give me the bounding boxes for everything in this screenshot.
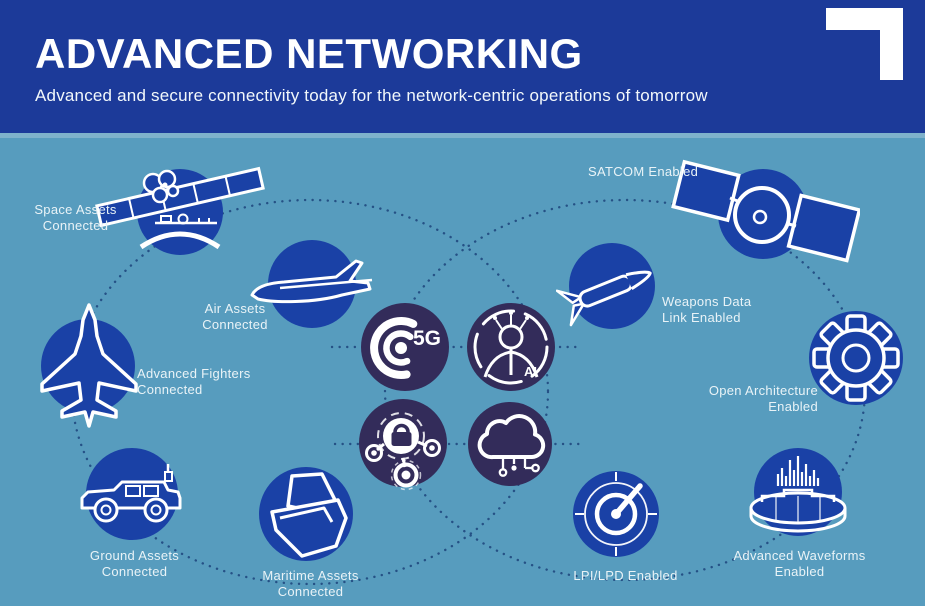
ai-label: AI [524, 364, 537, 379]
ground-vehicle-icon [80, 448, 182, 540]
radar-icon [573, 471, 659, 557]
5g-label: 5G [413, 327, 441, 350]
space-satellite-icon [95, 166, 265, 255]
ship-icon [259, 467, 353, 561]
secure-network-lock-icon [359, 399, 447, 491]
page-title: ADVANCED NETWORKING [35, 30, 583, 77]
waveform-icon [749, 448, 847, 536]
page-subtitle: Advanced and secure connectivity today f… [35, 86, 708, 105]
missile-icon [556, 243, 655, 329]
gear-icon [809, 311, 903, 405]
satcom-satellite-icon [671, 159, 860, 263]
cloud-network-icon [468, 402, 552, 486]
header-divider [0, 133, 925, 138]
5g-signal-icon: 5G [361, 303, 449, 391]
ai-icon: AI [467, 303, 555, 391]
label-satcom: SATCOM Enabled [588, 164, 699, 179]
fighter-jet-icon [40, 303, 138, 428]
corner-bracket-logo-icon [826, 8, 903, 80]
header-banner: ADVANCED NETWORKING Advanced and secure … [0, 0, 925, 133]
label-lpi-lpd: LPI/LPD Enabled [573, 568, 678, 583]
drone-icon [250, 240, 373, 328]
